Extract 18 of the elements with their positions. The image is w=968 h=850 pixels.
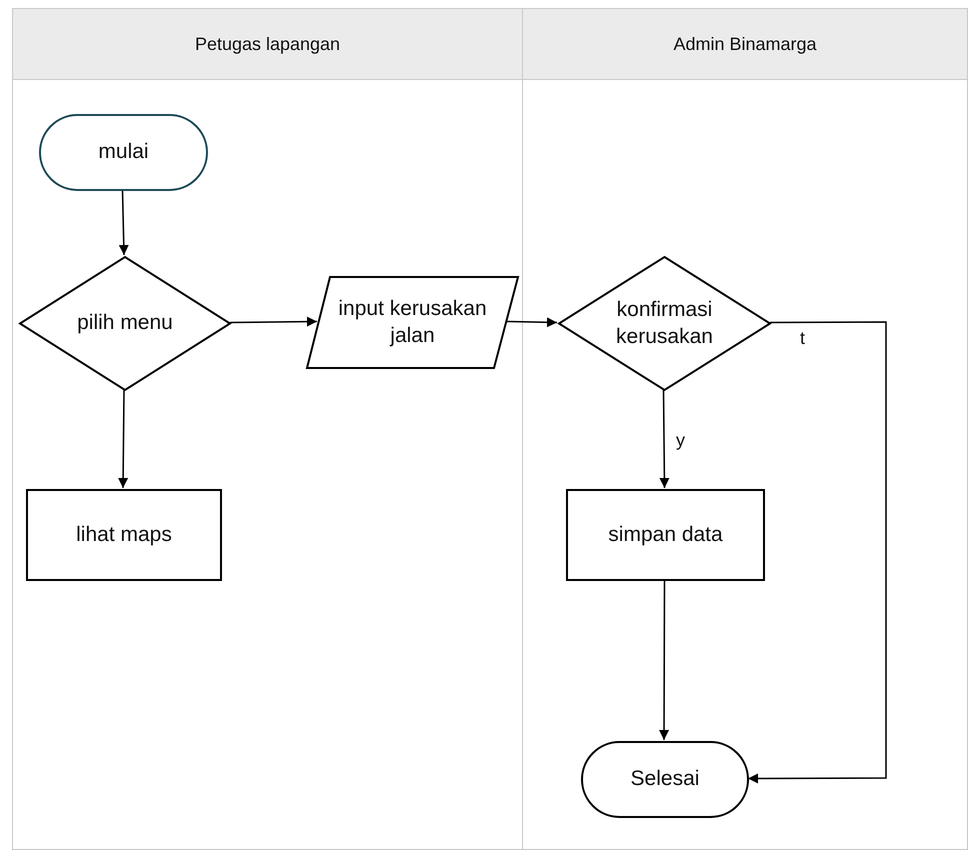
decision-diamond: pilih menu <box>19 256 231 391</box>
swimlane <box>12 8 523 850</box>
end-terminator: Selesai <box>581 741 749 818</box>
arrow <box>506 317 558 328</box>
arrow <box>230 316 317 327</box>
swimlane <box>522 8 968 850</box>
lane-header: Petugas lapangan <box>13 9 522 80</box>
decision-diamond: konfirmasi kerusakan <box>558 256 771 391</box>
arrow <box>659 580 670 740</box>
start-terminator: mulai <box>39 114 208 191</box>
process-box: lihat maps <box>26 489 222 581</box>
arrow <box>659 390 670 488</box>
process-box: simpan data <box>566 489 765 581</box>
lane-header: Admin Binamarga <box>523 9 967 80</box>
arrow <box>748 321 887 784</box>
arrow <box>118 190 129 256</box>
input-parallelogram: input kerusakan jalan <box>306 276 519 369</box>
arrow <box>118 390 128 488</box>
